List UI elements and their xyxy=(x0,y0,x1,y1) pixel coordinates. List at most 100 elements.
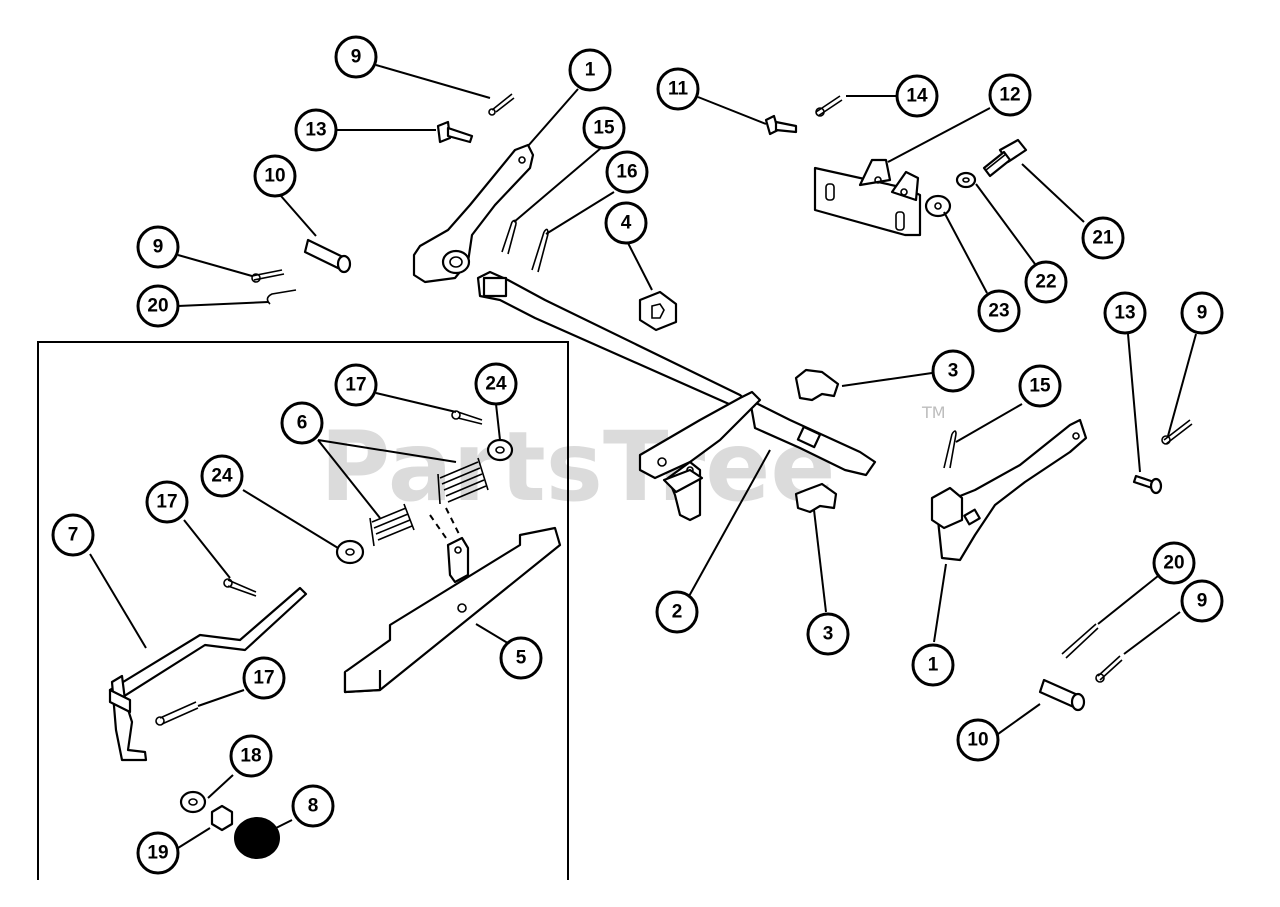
svg-text:4: 4 xyxy=(621,213,632,234)
svg-text:18: 18 xyxy=(240,746,261,767)
svg-text:17: 17 xyxy=(156,492,177,513)
callout-19: 19 xyxy=(136,831,180,875)
svg-text:1: 1 xyxy=(928,655,939,676)
callout-24-lower: 24 xyxy=(200,454,244,498)
svg-text:17: 17 xyxy=(345,375,366,396)
part-11-bolt xyxy=(764,114,798,136)
part-1-lower-bracket xyxy=(930,418,1088,562)
part-1-upper-bracket xyxy=(412,143,535,284)
part-13-bolt-lower xyxy=(1132,474,1163,495)
svg-text:8: 8 xyxy=(308,796,319,817)
part-15-cotter-pin-lower xyxy=(943,430,957,469)
part-20-hair-pin-upper xyxy=(266,289,297,305)
svg-text:14: 14 xyxy=(906,86,928,107)
part-21-hex-bolt xyxy=(982,138,1028,178)
callout-13-top: 13 xyxy=(294,108,338,152)
part-10-clevis-pin-lower xyxy=(1038,678,1086,712)
part-13-bolt-upper xyxy=(436,120,474,144)
watermark-trademark: TM xyxy=(921,403,946,422)
part-17-cotter-pin-mid xyxy=(223,578,257,597)
callout-21: 21 xyxy=(1081,216,1125,260)
callout-10-bottom: 10 xyxy=(956,718,1000,762)
callout-7: 7 xyxy=(51,513,95,557)
callout-20-right: 20 xyxy=(1152,541,1196,585)
svg-text:3: 3 xyxy=(823,624,834,645)
callout-14: 14 xyxy=(895,74,939,118)
callout-3-upper: 3 xyxy=(931,349,975,393)
svg-text:13: 13 xyxy=(1114,303,1135,324)
svg-text:19: 19 xyxy=(147,843,168,864)
svg-text:3: 3 xyxy=(948,361,959,382)
part-9-pin-bottom xyxy=(1095,655,1123,683)
callout-5: 5 xyxy=(499,636,543,680)
part-18-washer xyxy=(179,790,207,814)
svg-text:1: 1 xyxy=(585,60,596,81)
callout-9-right: 9 xyxy=(1180,291,1224,335)
part-8-knob xyxy=(234,817,280,859)
svg-text:9: 9 xyxy=(153,237,164,258)
part-2-shaft xyxy=(476,270,877,522)
svg-text:24: 24 xyxy=(211,466,233,487)
callout-20-left: 20 xyxy=(136,284,180,328)
svg-text:20: 20 xyxy=(1163,553,1184,574)
part-9-pin-top xyxy=(488,93,515,116)
svg-text:23: 23 xyxy=(988,301,1009,322)
part-6-spring-lower xyxy=(369,503,415,547)
part-17-cotter-pin-low xyxy=(155,701,199,726)
callout-22: 22 xyxy=(1024,260,1068,304)
part-20-hair-pin-lower xyxy=(1061,623,1099,659)
callout-6: 6 xyxy=(280,401,324,445)
watermark-text: PartsTree xyxy=(320,411,835,523)
svg-text:17: 17 xyxy=(253,668,274,689)
svg-text:10: 10 xyxy=(264,166,285,187)
svg-text:12: 12 xyxy=(999,85,1020,106)
part-15-cotter-pin-upper xyxy=(501,219,517,255)
part-5-lever-bar xyxy=(343,526,562,694)
svg-text:13: 13 xyxy=(305,120,326,141)
svg-text:20: 20 xyxy=(147,296,168,317)
callout-24-top: 24 xyxy=(474,362,518,406)
svg-text:22: 22 xyxy=(1035,272,1056,293)
callout-17-mid: 17 xyxy=(145,480,189,524)
part-3-clip-upper xyxy=(794,368,840,402)
svg-text:15: 15 xyxy=(1029,376,1051,397)
part-24-washer-upper xyxy=(486,438,514,462)
part-10-clevis-pin-upper xyxy=(303,238,352,274)
callout-12: 12 xyxy=(988,73,1032,117)
svg-text:10: 10 xyxy=(967,730,988,751)
callout-1-lower: 1 xyxy=(911,643,955,687)
inset-frame xyxy=(37,341,569,880)
callout-4: 4 xyxy=(604,201,648,245)
part-22-lock-washer xyxy=(955,171,977,189)
part-14-spring-pin xyxy=(815,95,843,117)
callout-3-lower: 3 xyxy=(806,612,850,656)
part-23-flat-washer xyxy=(924,194,952,218)
svg-text:15: 15 xyxy=(593,118,615,139)
callout-23: 23 xyxy=(977,289,1021,333)
svg-text:21: 21 xyxy=(1092,228,1114,249)
part-12-mounting-plate xyxy=(813,158,922,237)
part-7-control-rod xyxy=(108,586,308,762)
svg-text:9: 9 xyxy=(1197,591,1208,612)
svg-text:2: 2 xyxy=(672,602,683,623)
callout-15-top: 15 xyxy=(582,106,626,150)
callout-15-right: 15 xyxy=(1018,364,1062,408)
part-9-pin-right xyxy=(1161,419,1193,445)
callout-9-bottom: 9 xyxy=(1180,579,1224,623)
callout-17-low: 17 xyxy=(242,656,286,700)
svg-text:16: 16 xyxy=(616,162,637,183)
callout-1-top: 1 xyxy=(568,48,612,92)
svg-text:9: 9 xyxy=(1197,303,1208,324)
callout-17-top: 17 xyxy=(334,363,378,407)
part-16-cotter-pin xyxy=(531,228,549,273)
part-9-pin-left xyxy=(251,269,285,283)
callout-13-right: 13 xyxy=(1103,291,1147,335)
callout-9-left: 9 xyxy=(136,225,180,269)
callout-2: 2 xyxy=(655,590,699,634)
part-4-hex-washer xyxy=(638,290,678,332)
svg-text:11: 11 xyxy=(668,79,689,100)
leader-lines xyxy=(89,64,1197,849)
svg-text:7: 7 xyxy=(68,525,79,546)
svg-text:24: 24 xyxy=(485,374,507,395)
